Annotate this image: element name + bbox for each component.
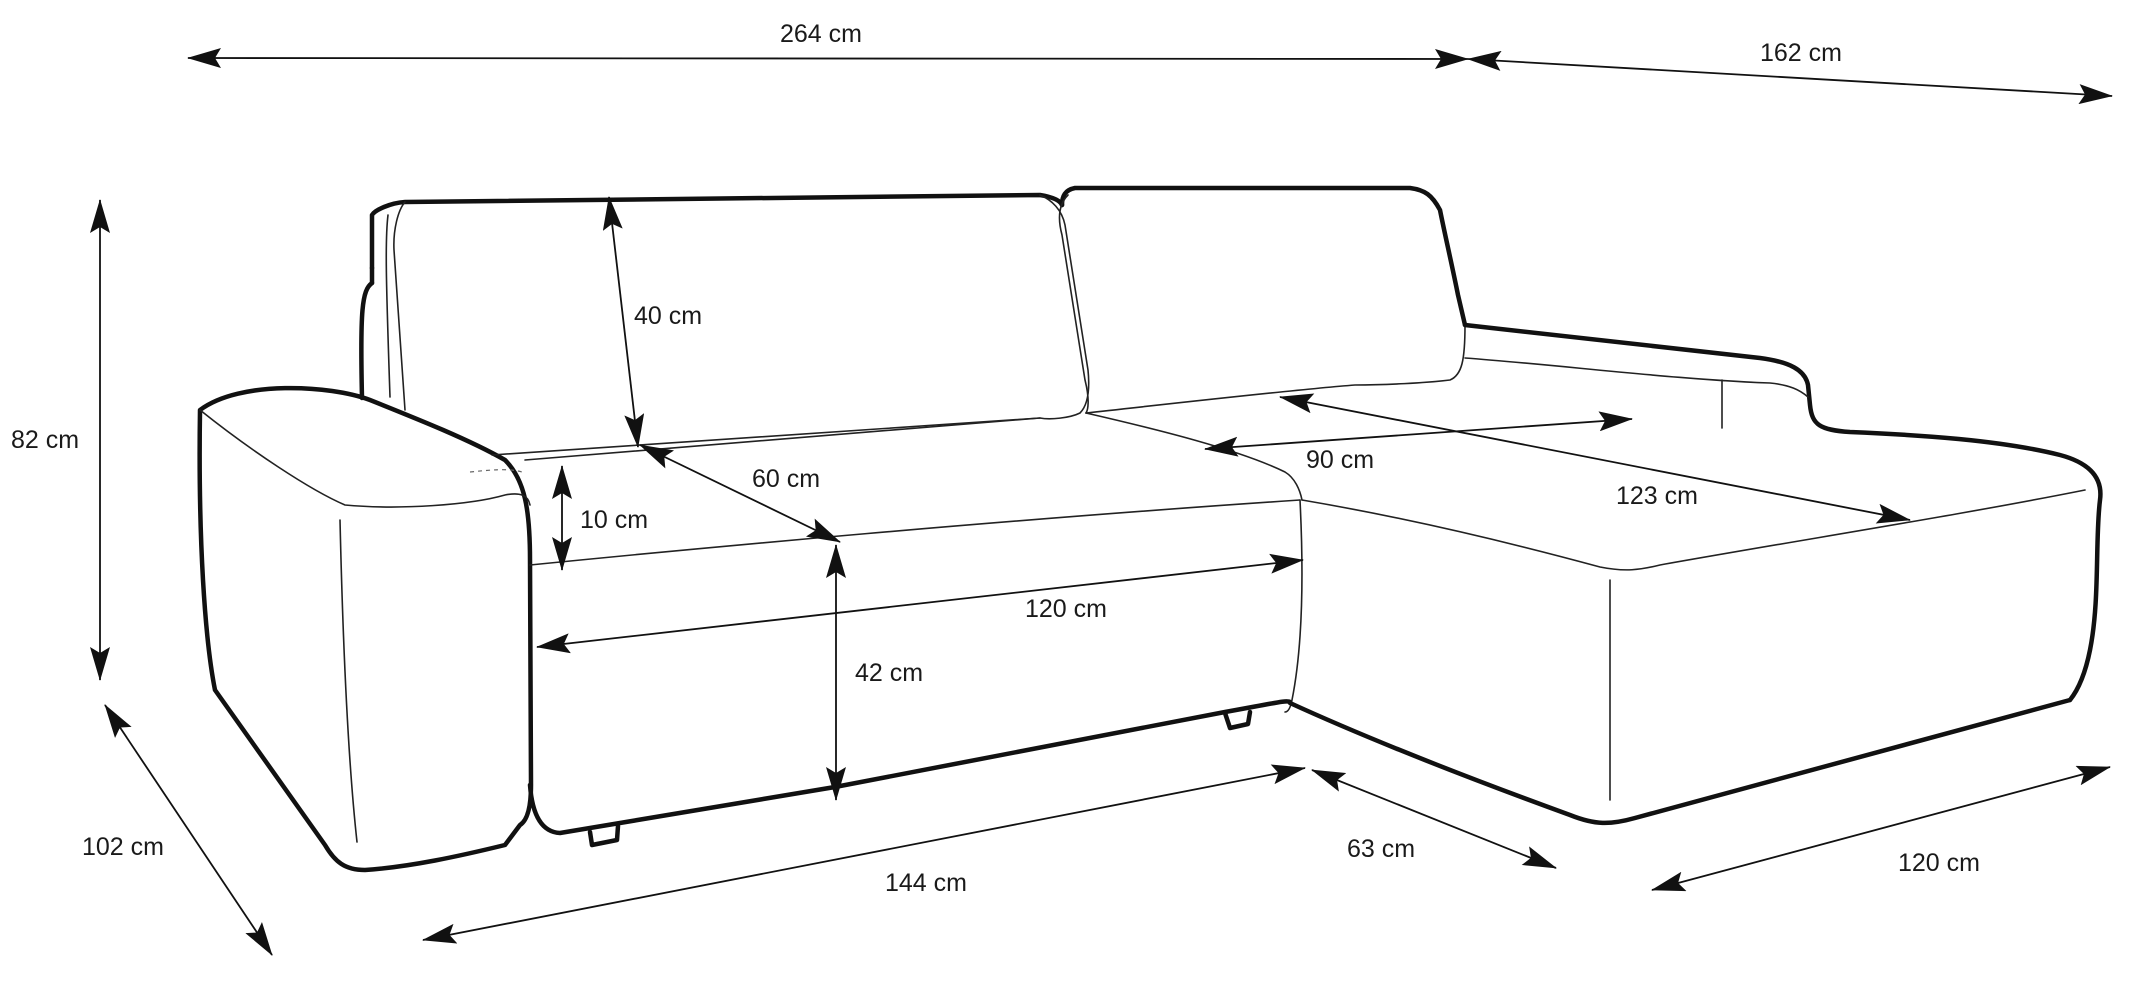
label-chaise-seat-depth: 123 cm: [1616, 482, 1698, 510]
label-seat-depth: 60 cm: [752, 465, 820, 493]
label-chaise-length: 162 cm: [1760, 39, 1842, 67]
dim-line-chaise-length: [1467, 50, 2113, 105]
back-cushion-right: [1058, 185, 1468, 414]
dimension-labels: 264 cm 162 cm 82 cm 102 cm 40 cm 60 cm 1…: [11, 20, 1980, 897]
back-cushion-left: [359, 192, 1090, 461]
label-total-width: 264 cm: [780, 20, 862, 48]
label-backrest-height: 40 cm: [634, 302, 702, 330]
label-front-width: 144 cm: [885, 869, 967, 897]
label-seat-height: 42 cm: [855, 659, 923, 687]
label-seat-width: 120 cm: [1025, 595, 1107, 623]
dim-line-corner-depth: [1311, 769, 1557, 869]
label-chaise-seat-width: 90 cm: [1306, 446, 1374, 474]
label-depth: 102 cm: [82, 833, 164, 861]
dim-line-front-width: [422, 764, 1306, 944]
dim-line-seat-width: [536, 553, 1304, 654]
dim-line-chaise-seat-depth: [1279, 393, 1911, 524]
chaise-seat: [1287, 489, 2086, 826]
label-corner-depth: 63 cm: [1347, 835, 1415, 863]
chaise-back-rail: [1462, 322, 2103, 703]
label-height: 82 cm: [11, 426, 79, 454]
dim-line-depth: [104, 704, 273, 956]
sofa-drawing: [197, 185, 2103, 873]
dim-line-seat-depth: [639, 444, 841, 543]
left-armrest: [197, 385, 534, 873]
dimension-lines: [90, 48, 2113, 956]
label-chaise-width: 120 cm: [1898, 849, 1980, 877]
label-cushion-thickness: 10 cm: [580, 506, 648, 534]
dim-line-total-width: [187, 48, 1469, 69]
dim-line-backrest-height: [602, 196, 645, 448]
seat-body: [527, 412, 1303, 848]
dim-line-chaise-width: [1651, 765, 2111, 892]
